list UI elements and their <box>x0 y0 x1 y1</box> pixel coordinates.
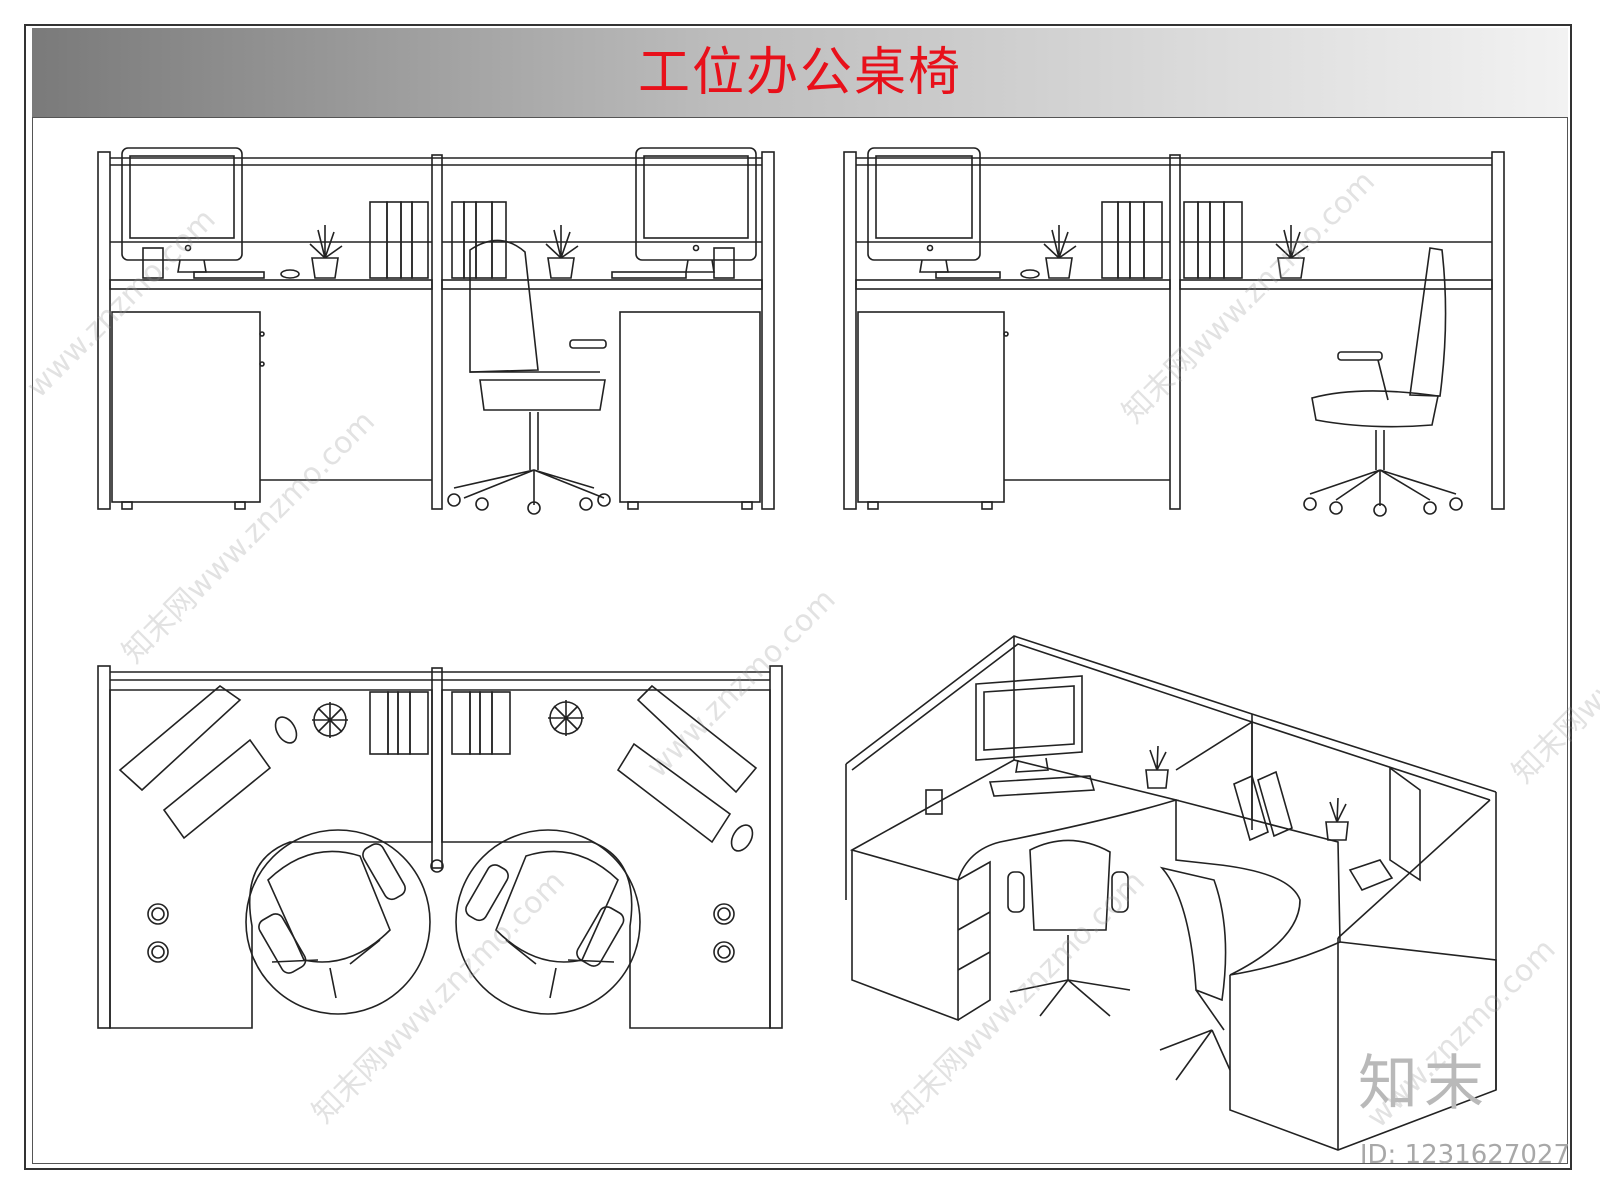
drawing-sheet-border <box>24 24 1572 1170</box>
title-bar: 工位办公桌椅 <box>32 28 1568 118</box>
plan-view-two-desks <box>97 665 783 1029</box>
id-label: ID: 1231627027 <box>1359 1140 1570 1170</box>
brand-mark: 知末 <box>1358 1049 1490 1119</box>
isometric-view-workstations <box>845 635 1497 1151</box>
side-elevation-two-desks <box>843 147 1505 517</box>
front-elevation-two-desks <box>97 147 775 515</box>
page-title: 工位办公桌椅 <box>637 43 962 103</box>
